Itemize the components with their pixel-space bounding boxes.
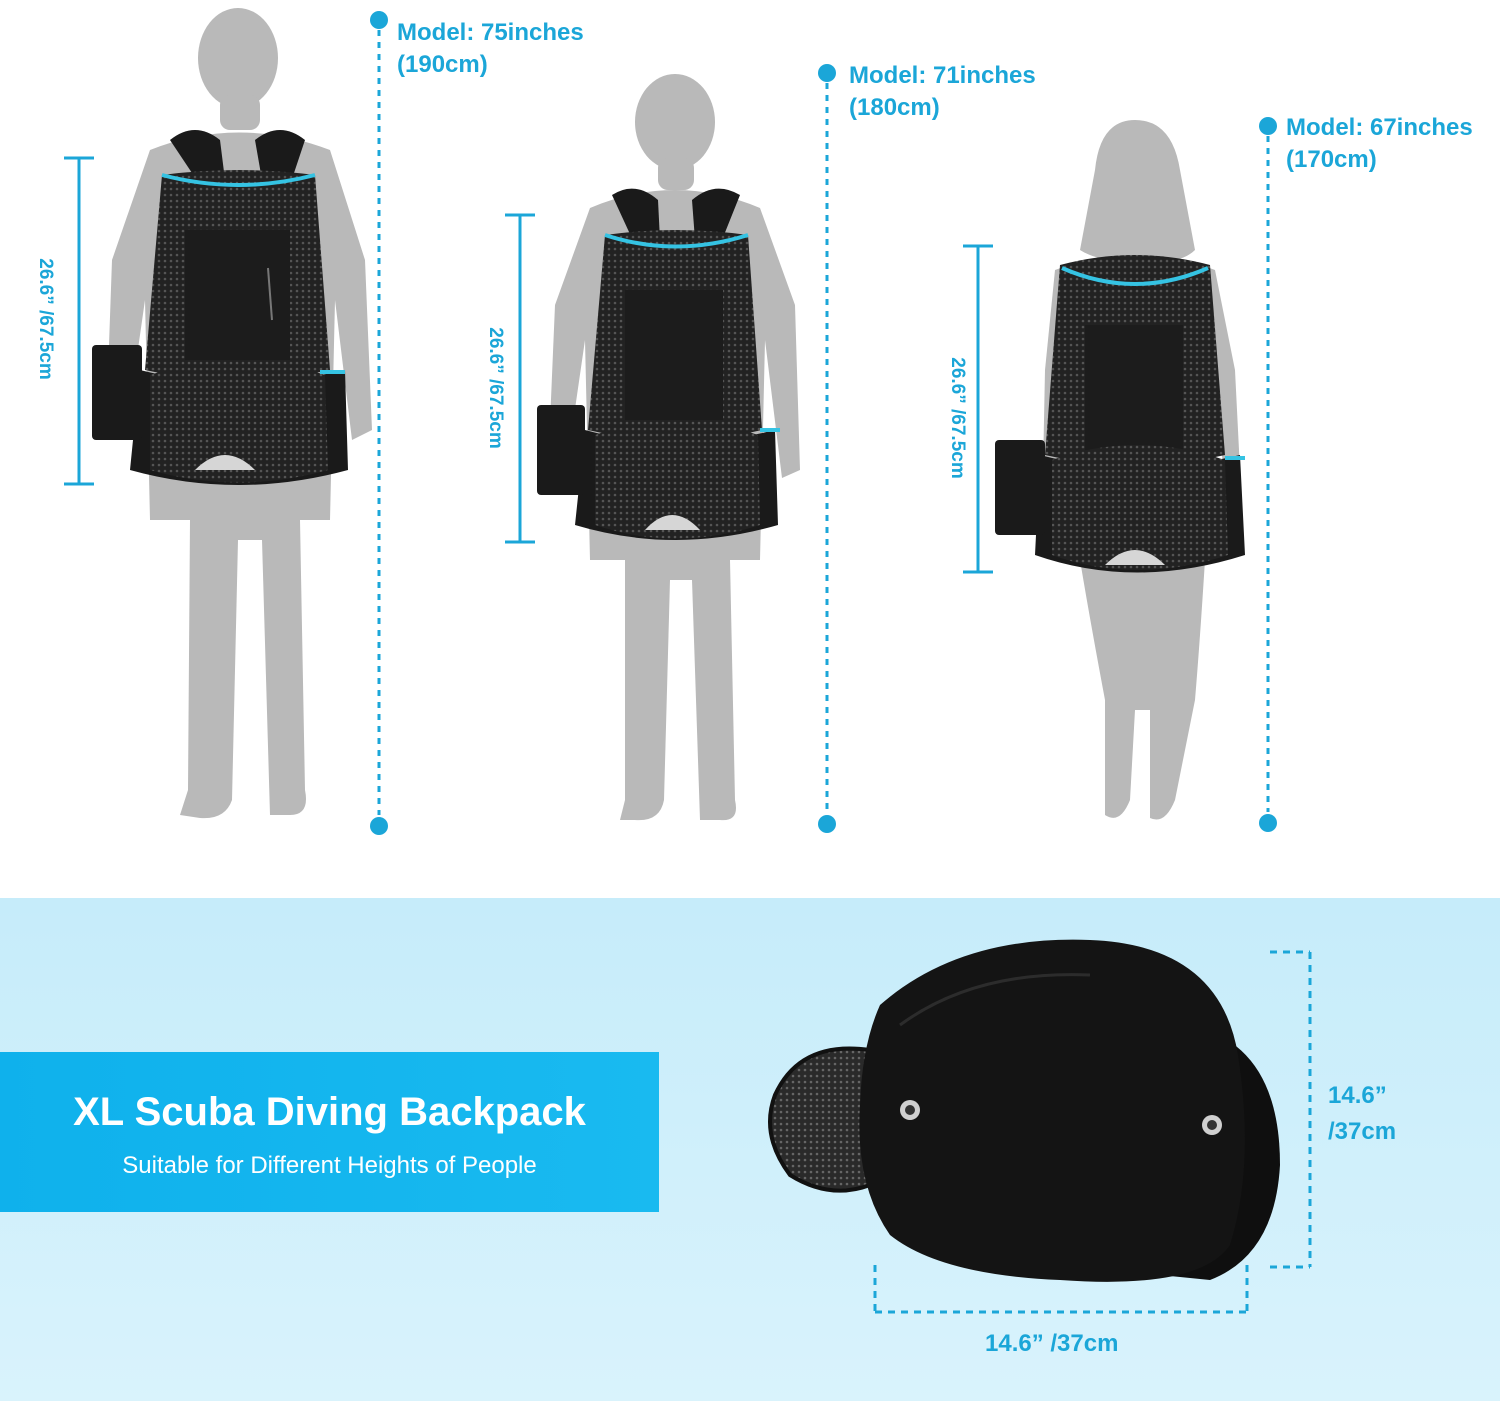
backpack-bottom-view <box>768 939 1280 1282</box>
bag-height-bracket-1 <box>64 156 94 486</box>
bottom-height-cm: /37cm <box>1328 1118 1397 1145</box>
model-height-cm: (190cm) <box>397 51 488 78</box>
bag-height-label-1: 26.6” /67.5cm <box>35 258 56 380</box>
bottom-height-dimension: 14.6” /37cm <box>1328 1078 1396 1150</box>
bag-height-bracket-2 <box>505 213 535 544</box>
backpack-on-person-3 <box>995 255 1245 573</box>
model-height-inches: Model: 71inches <box>849 62 1036 89</box>
bag-height-label-2: 26.6” /67.5cm <box>485 327 506 449</box>
model-height-inches: Model: 67inches <box>1286 114 1473 141</box>
model-height-cm: (180cm) <box>849 94 940 121</box>
product-title: XL Scuba Diving Backpack <box>73 1090 586 1134</box>
bag-height-label-3: 26.6” /67.5cm <box>947 357 968 479</box>
bottom-height-inches: 14.6” <box>1328 1082 1387 1109</box>
title-box: XL Scuba Diving Backpack Suitable for Di… <box>0 1052 659 1212</box>
backpack-on-person-1 <box>92 130 348 485</box>
model-label-3: Model: 67inches (170cm) <box>1286 112 1473 176</box>
model-label-1: Model: 75inches (190cm) <box>397 17 584 81</box>
height-line-3 <box>1259 117 1277 832</box>
bottom-dimension-lines <box>873 950 1312 1314</box>
product-subtitle: Suitable for Different Heights of People <box>122 1152 537 1179</box>
backpack-on-person-2 <box>537 188 780 540</box>
model-height-inches: Model: 75inches <box>397 19 584 46</box>
model-height-cm: (170cm) <box>1286 146 1377 173</box>
height-comparison-illustration <box>64 8 1277 835</box>
bag-height-bracket-3 <box>963 244 993 574</box>
height-line-2 <box>818 64 836 833</box>
height-line-1 <box>370 11 388 835</box>
model-label-2: Model: 71inches (180cm) <box>849 60 1036 124</box>
bottom-width-dimension: 14.6” /37cm <box>985 1330 1119 1357</box>
